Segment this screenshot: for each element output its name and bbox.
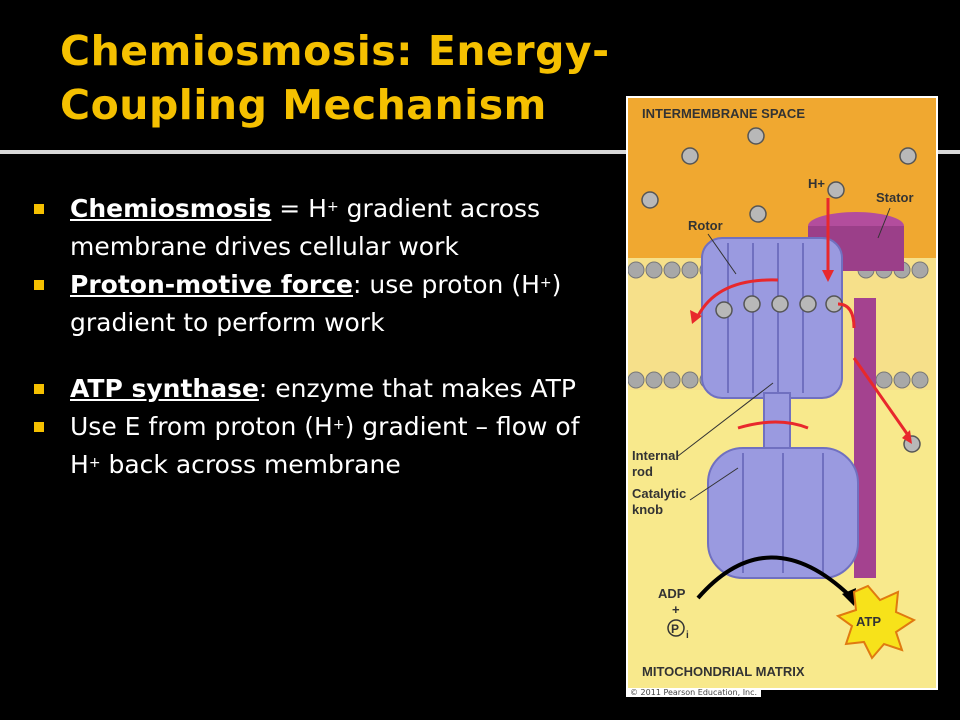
label-atp: ATP [856,614,881,629]
bullet-text: ) gradient to perform work [70,270,562,337]
label-h-plus: H+ [808,176,825,191]
bullet-use-energy: Use E from proton (H+) gradient – flow o… [34,408,614,484]
bullet-proton-motive-force: Proton-motive force: use proton (H+) gra… [34,266,614,342]
term-proton-motive-force: Proton-motive force [70,270,353,299]
bullet-text: gradient across membrane drives cellular… [70,194,541,261]
phosphate-circle [667,619,685,637]
label-rotor: Rotor [688,218,723,233]
bullet-list: Chemiosmosis = H+ gradient across membra… [34,190,614,484]
rotor-segments [727,243,804,393]
bullet-marker [34,280,44,290]
arrow-head [902,430,912,444]
bullet-marker [34,422,44,432]
atp-synthase-figure: INTERMEMBRANE SPACE H+ Stator Rotor Inte… [626,96,938,690]
bullet-text: = H [271,194,327,223]
arrow-head [690,310,702,324]
superscript-plus: + [539,275,552,291]
slide-title: Chemiosmosis: Energy-Coupling Mechanism [60,27,610,129]
label-plus: + [672,602,680,617]
rotor-protons [715,295,843,319]
atp-synthesis-arrow [696,555,852,600]
bullet-text: Use E from proton (H [70,412,333,441]
bullet-text: : use proton (H [352,270,540,299]
superscript-plus: + [332,417,345,433]
label-rod: rod [632,464,653,479]
atp-synthase-diagram: INTERMEMBRANE SPACE H+ Stator Rotor Inte… [628,98,936,688]
bullet-text: : enzyme that makes ATP [258,374,576,403]
leader-lines [677,207,891,501]
bullet-text: back across membrane [100,450,401,479]
label-intermembrane-space: INTERMEMBRANE SPACE [642,106,805,121]
title-divider [0,150,960,154]
arrow-head [822,270,834,282]
figure-credit: © 2011 Pearson Education, Inc. [626,688,762,697]
proton-flow-arrows [696,198,912,439]
bullet-marker [34,204,44,214]
label-adp: ADP [658,586,686,601]
label-p: P [671,622,679,636]
superscript-plus: + [88,455,101,471]
title-bar: Chemiosmosis: Energy-Coupling Mechanism [0,0,960,152]
free-protons [641,127,921,453]
bullet-chemiosmosis: Chemiosmosis = H+ gradient across membra… [34,190,614,266]
term-atp-synthase: ATP synthase [70,374,259,403]
atp-starburst [835,584,917,660]
label-mitochondrial-matrix: MITOCHONDRIAL MATRIX [642,664,805,679]
bullet-atp-synthase: ATP synthase: enzyme that makes ATP [34,370,614,408]
label-i: i [686,630,689,641]
bullet-marker [34,384,44,394]
label-catalytic: Catalytic [632,486,686,501]
superscript-plus: + [326,199,339,215]
knob-segments [742,453,824,573]
label-internal: Internal [632,448,679,463]
arrow-head [842,588,856,606]
label-knob: knob [632,502,663,517]
term-chemiosmosis: Chemiosmosis [70,194,272,223]
bullet-text: ) gradient – flow of H [70,412,580,479]
label-stator: Stator [876,190,914,205]
